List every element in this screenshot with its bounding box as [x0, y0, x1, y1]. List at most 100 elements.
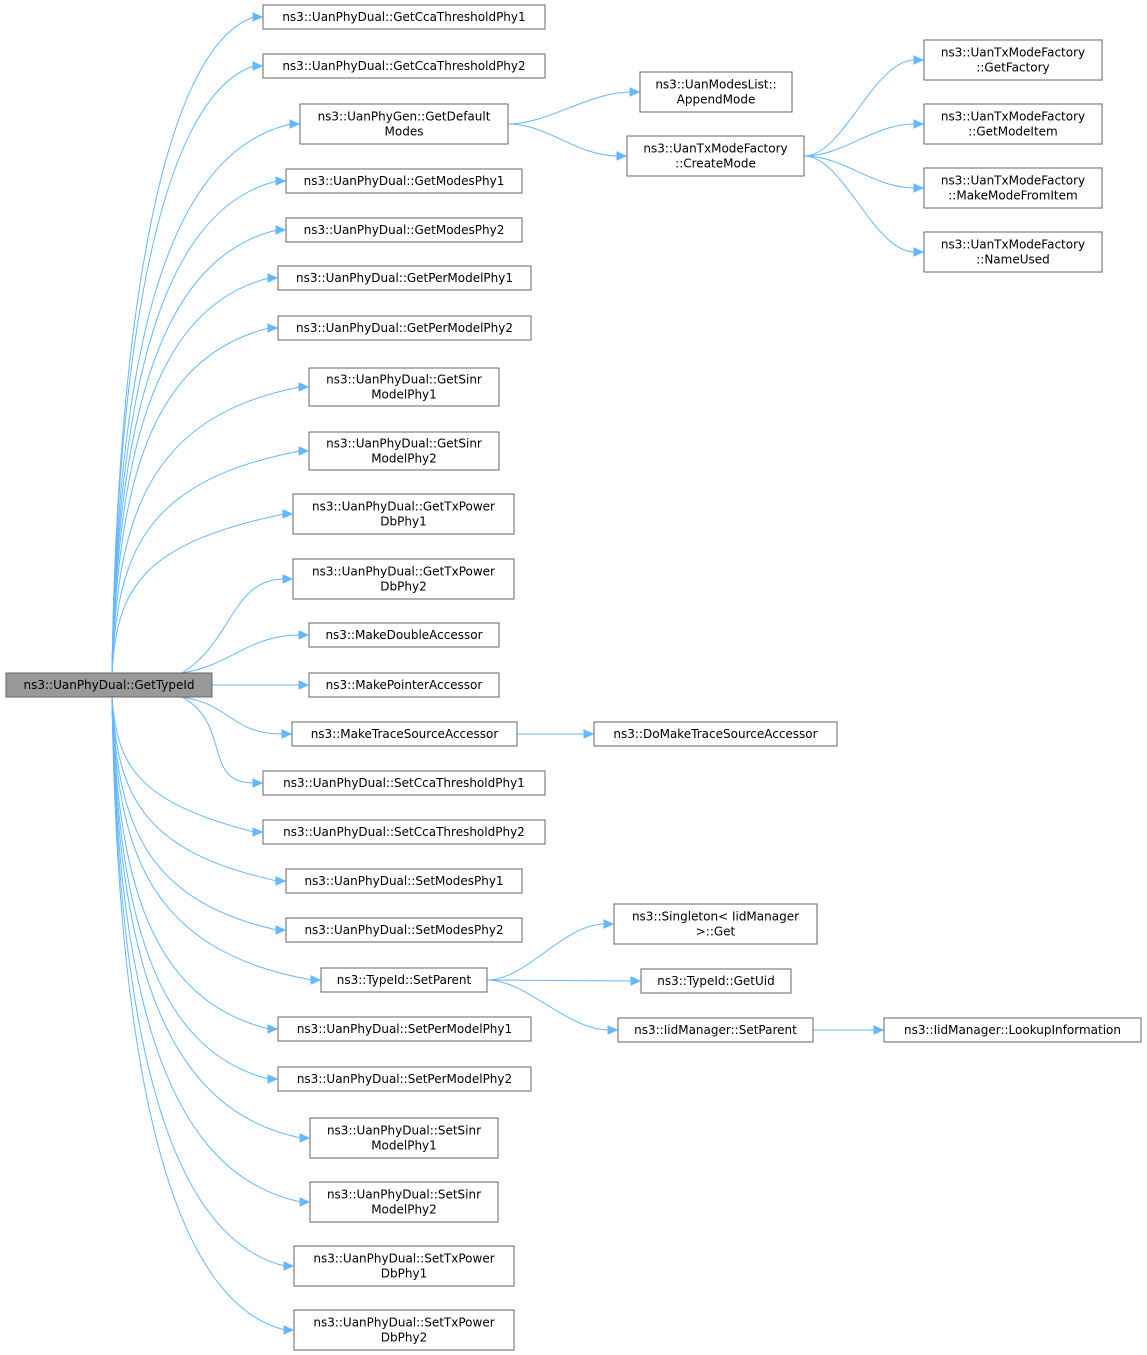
node-label: ns3::UanPhyDual::GetTxPower [312, 565, 495, 579]
node-label: ns3::UanPhyGen::GetDefault [318, 110, 491, 124]
node-label: ::GetFactory [976, 61, 1049, 75]
edge-arrowhead [630, 976, 642, 986]
node-ns3-makedoubleaccessor[interactable]: ns3::MakeDoubleAccessor [308, 622, 500, 648]
edge-line [181, 696, 284, 735]
edge-line [111, 696, 278, 882]
edge-n3-to-m1 [507, 87, 641, 125]
node-label: ns3::UanPhyDual::SetCcaThresholdPhy1 [283, 776, 525, 790]
node-ns3-uanphydual-getpermodelphy1[interactable]: ns3::UanPhyDual::GetPerModelPhy1 [277, 265, 532, 291]
node-ns3-uanphydual-getmodesphy2[interactable]: ns3::UanPhyDual::GetModesPhy2 [285, 217, 523, 243]
node-ns3-uantxmodefactory-createmode[interactable]: ns3::UanTxModeFactory::CreateMode [626, 135, 805, 177]
node-box [291, 721, 518, 747]
edge-n19-to-s2 [486, 976, 642, 986]
node-ns3-domaketracesourceaccessor[interactable]: ns3::DoMakeTraceSourceAccessor [593, 721, 838, 747]
node-ns3-singleton-iidmanager-get[interactable]: ns3::Singleton< IidManager >::Get [613, 903, 818, 945]
node-box [285, 168, 523, 194]
node-ns3-uanphydual-getmodesphy1[interactable]: ns3::UanPhyDual::GetModesPhy1 [285, 168, 523, 194]
edge-line [111, 450, 301, 674]
node-label: ns3::UanPhyDual::SetModesPhy2 [304, 923, 503, 937]
node-box [277, 1016, 532, 1042]
edge-arrowhead [913, 183, 925, 193]
node-ns3-uanphydual-setmodesphy1[interactable]: ns3::UanPhyDual::SetModesPhy1 [285, 868, 523, 894]
edge-arrowhead [616, 151, 628, 161]
node-ns3-uantxmodefactory-makemodefromitem[interactable]: ns3::UanTxModeFactory::MakeModeFromItem [923, 167, 1103, 209]
node-label: ns3::UanPhyDual::GetCcaThresholdPhy2 [282, 59, 525, 73]
node-ns3-uanphydual-gettypeid[interactable]: ns3::UanPhyDual::GetTypeId [5, 672, 213, 698]
edge-arrowhead [275, 176, 287, 186]
node-box [277, 1066, 532, 1092]
node-ns3-uantxmodefactory-getfactory[interactable]: ns3::UanTxModeFactory::GetFactory [923, 39, 1103, 81]
node-ns3-typeid-setparent[interactable]: ns3::TypeId::SetParent [320, 967, 488, 993]
node-box [262, 53, 546, 79]
node-ns3-iidmanager-lookupinformation[interactable]: ns3::IidManager::LookupInformation [883, 1017, 1142, 1043]
edge-arrowhead [629, 87, 641, 97]
node-ns3-uanphydual-setccathresholdphy2[interactable]: ns3::UanPhyDual::SetCcaThresholdPhy2 [262, 819, 546, 845]
node-box [640, 968, 792, 994]
node-ns3-uanphydual-getccathresholdphy2[interactable]: ns3::UanPhyDual::GetCcaThresholdPhy2 [262, 53, 546, 79]
node-label: ns3::MakeTraceSourceAccessor [311, 727, 499, 741]
edge-m2-to-f1 [803, 55, 925, 157]
edge-arrowhead [275, 876, 287, 886]
edge-arrowhead [913, 55, 925, 65]
node-ns3-typeid-getuid[interactable]: ns3::TypeId::GetUid [640, 968, 792, 994]
edge-arrowhead [283, 1261, 295, 1271]
node-ns3-uanphydual-getccathresholdphy1[interactable]: ns3::UanPhyDual::GetCcaThresholdPhy1 [262, 4, 546, 30]
node-label: ::GetModeItem [968, 125, 1057, 139]
node-box [293, 1309, 515, 1351]
edge-m2-to-f4 [803, 155, 925, 257]
edge-arrowhead [252, 778, 264, 788]
edge-arrowhead [281, 729, 293, 739]
edge-line [111, 386, 301, 674]
node-label: ns3::UanPhyDual::GetTxPower [312, 500, 495, 514]
node-ns3-iidmanager-setparent[interactable]: ns3::IidManager::SetParent [617, 1017, 814, 1043]
edge-line [803, 59, 916, 157]
edge-root-to-n20 [111, 696, 279, 1034]
edge-m2-to-f2 [803, 119, 925, 157]
edge-root-to-n6 [111, 273, 279, 674]
node-ns3-uanmodeslist-appendmode[interactable]: ns3::UanModesList::AppendMode [639, 71, 793, 113]
edge-line [803, 123, 916, 157]
node-label: ns3::Singleton< IidManager [632, 910, 799, 924]
edge-arrowhead [603, 919, 615, 929]
node-box [626, 135, 805, 177]
node-box [285, 868, 523, 894]
node-label: DbPhy1 [380, 515, 426, 529]
node-ns3-uantxmodefactory-getmodeitem[interactable]: ns3::UanTxModeFactory::GetModeItem [923, 103, 1103, 145]
node-label: ::CreateMode [675, 157, 756, 171]
node-ns3-uantxmodefactory-nameused[interactable]: ns3::UanTxModeFactory::NameUsed [923, 231, 1103, 273]
node-label: ns3::UanPhyDual::SetTxPower [313, 1316, 494, 1330]
node-label: ns3::UanPhyDual::GetCcaThresholdPhy1 [282, 10, 525, 24]
node-box [923, 39, 1103, 81]
node-ns3-uanphydual-setmodesphy2[interactable]: ns3::UanPhyDual::SetModesPhy2 [285, 917, 523, 943]
node-label: >::Get [696, 925, 736, 939]
node-label: ns3::UanPhyDual::SetPerModelPhy1 [297, 1022, 512, 1036]
node-ns3-uanphydual-setpermodelphy2[interactable]: ns3::UanPhyDual::SetPerModelPhy2 [277, 1066, 532, 1092]
node-label: Modes [385, 125, 424, 139]
edge-n3-to-m2 [507, 123, 628, 161]
node-ns3-uanphydual-getpermodelphy2[interactable]: ns3::UanPhyDual::GetPerModelPhy2 [277, 315, 532, 341]
node-label: ns3::UanPhyDual::SetSinr [327, 1124, 481, 1138]
edge-line [181, 578, 285, 674]
edge-line [111, 229, 278, 674]
node-box [639, 71, 793, 113]
edge-line [111, 65, 255, 674]
node-ns3-maketracesourceaccessor[interactable]: ns3::MakeTraceSourceAccessor [291, 721, 518, 747]
node-box [308, 431, 500, 471]
edge-arrowhead [299, 1133, 311, 1143]
node-label: DbPhy2 [380, 580, 426, 594]
node-label: ns3::UanPhyDual::SetCcaThresholdPhy2 [283, 825, 525, 839]
node-ns3-makepointeraccessor[interactable]: ns3::MakePointerAccessor [308, 672, 500, 698]
edge-arrowhead [252, 12, 264, 22]
node-ns3-uanphydual-setpermodelphy1[interactable]: ns3::UanPhyDual::SetPerModelPhy1 [277, 1016, 532, 1042]
node-ns3-uanphydual-setccathresholdphy1[interactable]: ns3::UanPhyDual::SetCcaThresholdPhy1 [262, 770, 546, 796]
edge-root-to-n25 [111, 696, 295, 1335]
